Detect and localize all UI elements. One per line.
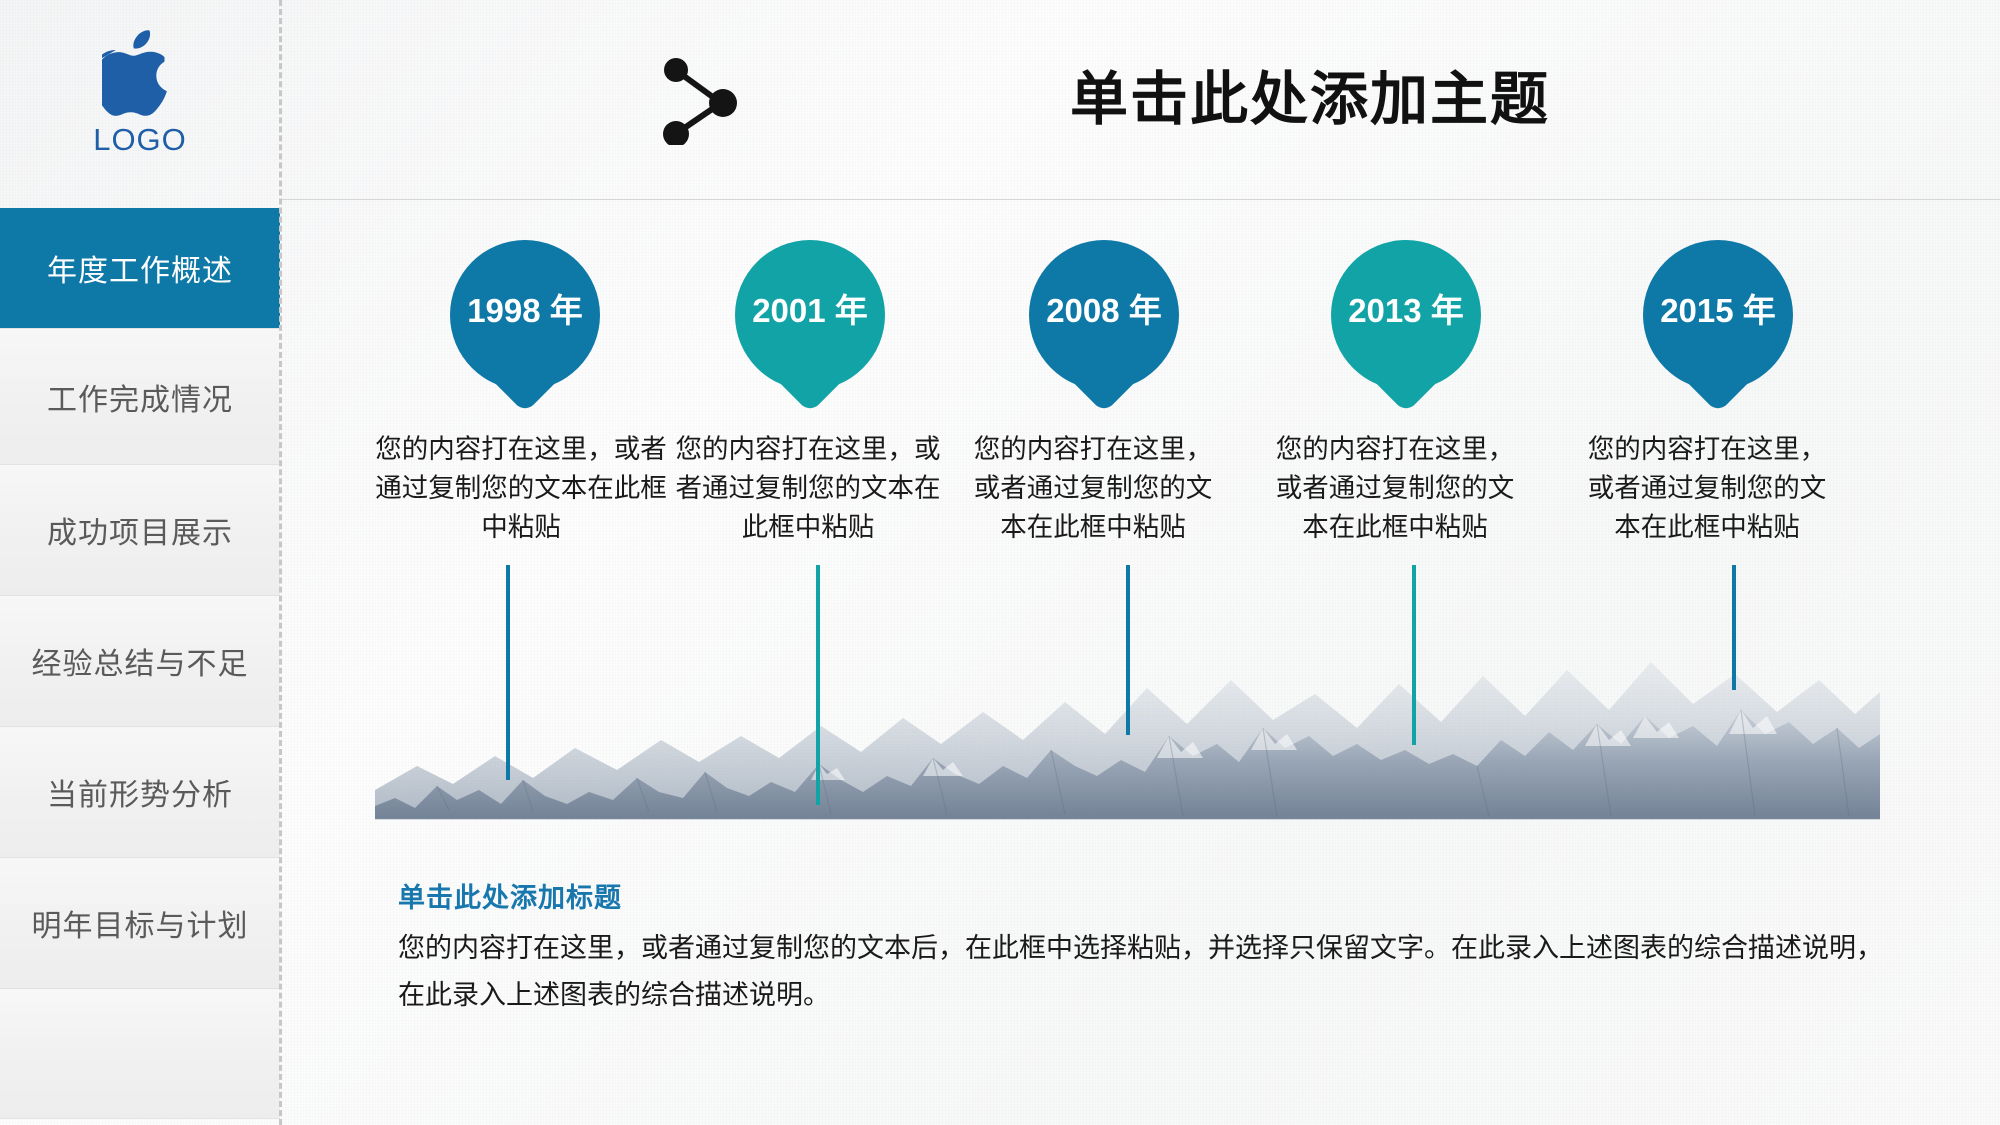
connector-line-4	[1732, 565, 1736, 690]
sidebar-item-5[interactable]: 明年目标与计划	[0, 857, 280, 988]
connector-line-1	[816, 565, 820, 805]
timeline-item-2[interactable]: 2008 年 您的内容打在这里，或者通过复制您的文本在此框中粘贴	[968, 240, 1240, 547]
page-title: 单击此处添加主题	[1070, 67, 1551, 132]
pin-year-3: 2013 年	[1348, 292, 1464, 329]
bottom-paragraph: 您的内容打在这里，或者通过复制您的文本后，在此框中选择粘贴，并选择只保留文字。在…	[398, 933, 1883, 1010]
mountain-range-decoration	[375, 640, 1880, 820]
pin-description-1: 您的内容打在这里，或者通过复制您的文本在此框中粘贴	[675, 434, 941, 542]
pin-head-3	[1331, 240, 1481, 390]
pin-head-4	[1643, 240, 1793, 390]
timeline-item-3[interactable]: 2013 年 您的内容打在这里，或者通过复制您的文本在此框中粘贴	[1270, 240, 1542, 547]
connector-line-3	[1412, 565, 1416, 745]
sidebar-item-label-0: 年度工作概述	[47, 255, 233, 288]
logo-label: LOGO	[93, 122, 187, 157]
logo-block[interactable]: LOGO	[0, 28, 280, 178]
pin-marker-0[interactable]: 1998 年	[450, 240, 600, 420]
sidebar: LOGO 年度工作概述 工作完成情况 成功项目展示 经验总结与不足 当前形势分析…	[0, 0, 282, 1125]
connector-line-2	[1126, 565, 1130, 735]
pin-year-1: 2001 年	[752, 292, 868, 329]
sidebar-item-spacer	[0, 988, 280, 1119]
connector-line-0	[506, 565, 510, 780]
network-node-icon	[663, 58, 737, 145]
sidebar-item-3[interactable]: 经验总结与不足	[0, 595, 280, 726]
pin-head-1	[735, 240, 885, 390]
pin-description-2: 您的内容打在这里，或者通过复制您的文本在此框中粘贴	[973, 434, 1213, 542]
pin-marker-4[interactable]: 2015 年	[1643, 240, 1793, 420]
pin-description-0: 您的内容打在这里，或者通过复制您的文本在此框中粘贴	[375, 434, 667, 542]
pin-marker-2[interactable]: 2008 年	[1029, 240, 1179, 420]
sidebar-item-2[interactable]: 成功项目展示	[0, 464, 280, 595]
sidebar-dashed-divider	[279, 0, 282, 1125]
pin-marker-1[interactable]: 2001 年	[735, 240, 885, 420]
bottom-heading: 单击此处添加标题	[398, 883, 622, 913]
pin-description-4: 您的内容打在这里，或者通过复制您的文本在此框中粘贴	[1587, 434, 1827, 542]
pin-year-2: 2008 年	[1046, 292, 1162, 329]
sidebar-item-0[interactable]: 年度工作概述	[0, 208, 280, 328]
sidebar-item-label-5: 明年目标与计划	[31, 910, 249, 943]
sidebar-item-label-4: 当前形势分析	[47, 779, 233, 812]
header-divider	[282, 199, 2000, 200]
timeline-item-0[interactable]: 1998 年 您的内容打在这里，或者通过复制您的文本在此框中粘贴	[375, 240, 675, 547]
sidebar-item-label-2: 成功项目展示	[47, 517, 233, 550]
timeline-item-1[interactable]: 2001 年 您的内容打在这里，或者通过复制您的文本在此框中粘贴	[665, 240, 955, 547]
apple-logo-icon	[102, 30, 167, 116]
pin-description-3: 您的内容打在这里，或者通过复制您的文本在此框中粘贴	[1275, 434, 1515, 542]
sidebar-item-4[interactable]: 当前形势分析	[0, 726, 280, 857]
pin-head-0	[450, 240, 600, 390]
header: 单击此处添加主题	[280, 0, 2000, 200]
sidebar-item-label-1: 工作完成情况	[47, 383, 233, 417]
sidebar-item-1[interactable]: 工作完成情况	[0, 328, 280, 464]
mountain-baseline	[375, 818, 1880, 820]
sidebar-item-label-3: 经验总结与不足	[31, 648, 249, 681]
pin-year-0: 1998 年	[467, 292, 583, 329]
pin-year-4: 2015 年	[1660, 292, 1776, 329]
pin-head-2	[1029, 240, 1179, 390]
timeline-item-4[interactable]: 2015 年 您的内容打在这里，或者通过复制您的文本在此框中粘贴	[1582, 240, 1854, 547]
pin-marker-3[interactable]: 2013 年	[1331, 240, 1481, 420]
